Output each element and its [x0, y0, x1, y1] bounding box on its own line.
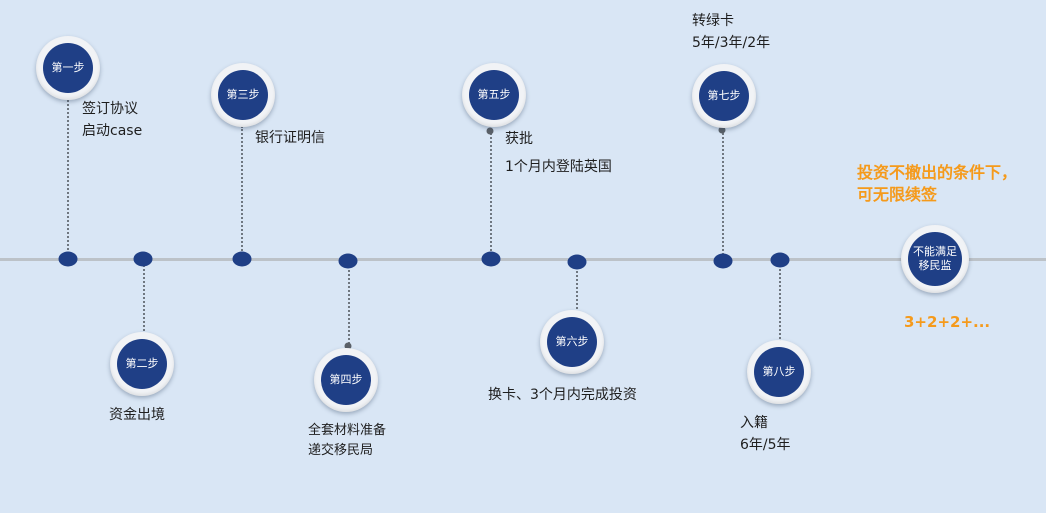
step-4-badge: 第四步	[314, 348, 378, 412]
final-note-line-1: 投资不撤出的条件下，	[857, 163, 1018, 182]
step-3-label: 第三步	[226, 88, 260, 101]
timeline-dot-step-2	[133, 251, 153, 267]
step-6-description: 换卡、3个月内完成投资	[488, 384, 637, 406]
renewal-sequence: 3+2+2+...	[904, 313, 991, 331]
step-5-line-1: 获批	[505, 131, 533, 147]
step-3-description: 银行证明信	[255, 127, 325, 149]
step-5-label: 第五步	[477, 88, 511, 101]
step-3-line-1: 银行证明信	[255, 130, 325, 146]
step-2-badge: 第二步	[110, 332, 174, 396]
final-badge-line-1: 不能满足	[913, 245, 957, 258]
timeline-dot-step-1	[58, 251, 78, 267]
final-note: 投资不撤出的条件下， 可无限续签	[857, 162, 1017, 206]
step-1-badge: 第一步	[36, 36, 100, 100]
final-note-line-2: 可无限续签	[857, 185, 938, 204]
step-4-description: 全套材料准备 递交移民局	[308, 421, 386, 461]
connector-step-4	[348, 262, 350, 348]
step-5-badge: 第五步	[462, 63, 526, 127]
connector-step-1	[67, 100, 69, 258]
step-6-badge: 第六步	[540, 310, 604, 374]
step-1-label: 第一步	[51, 61, 85, 74]
connector-step-8	[779, 262, 781, 342]
connector-step-7	[722, 126, 724, 258]
step-4-line-2: 递交移民局	[308, 443, 374, 458]
timeline-axis	[0, 258, 1046, 261]
timeline-dot-step-6	[567, 254, 587, 270]
step-8-line-2: 6年/5年	[740, 437, 791, 453]
step-4-line-1: 全套材料准备	[308, 423, 387, 438]
step-8-label: 第八步	[762, 365, 796, 378]
connector-pin	[718, 126, 726, 134]
timeline-dot-step-5	[481, 251, 501, 267]
connector-pin	[486, 127, 494, 135]
step-5-line-2: 1个月内登陆英国	[505, 159, 612, 175]
step-1-line-2: 启动case	[82, 123, 143, 139]
final-badge-line-2: 移民监	[918, 259, 952, 272]
final-badge-text: 不能满足 移民监	[913, 245, 957, 273]
step-4-label: 第四步	[329, 373, 363, 386]
step-2-line-1: 资金出境	[109, 407, 165, 423]
final-badge: 不能满足 移民监	[901, 225, 969, 293]
step-3-badge: 第三步	[211, 63, 275, 127]
step-1-line-1: 签订协议	[82, 101, 138, 117]
connector-step-3	[241, 126, 243, 258]
step-7-line-1: 转绿卡	[692, 13, 734, 29]
timeline-dot-step-8	[770, 252, 790, 268]
connector-step-2	[143, 262, 145, 342]
timeline-dot-step-3	[232, 251, 252, 267]
connector-step-6	[576, 264, 578, 316]
step-5-description: 获批 1个月内登陆英国	[505, 125, 612, 181]
step-8-description: 入籍 6年/5年	[740, 412, 791, 456]
step-7-description: 转绿卡 5年/3年/2年	[692, 10, 770, 54]
step-2-description: 资金出境	[109, 404, 165, 426]
step-7-line-2: 5年/3年/2年	[692, 35, 771, 51]
step-6-line-1: 换卡、3个月内完成投资	[488, 387, 637, 403]
step-6-label: 第六步	[555, 335, 589, 348]
timeline-dot-step-7	[713, 253, 733, 269]
step-7-badge: 第七步	[692, 64, 756, 128]
timeline-dot-step-4	[338, 253, 358, 269]
step-2-label: 第二步	[125, 357, 159, 370]
step-1-description: 签订协议 启动case	[82, 98, 142, 142]
connector-step-5	[490, 130, 492, 258]
step-7-label: 第七步	[707, 89, 741, 102]
step-8-line-1: 入籍	[740, 415, 768, 431]
connector-pin	[344, 342, 352, 350]
step-8-badge: 第八步	[747, 340, 811, 404]
